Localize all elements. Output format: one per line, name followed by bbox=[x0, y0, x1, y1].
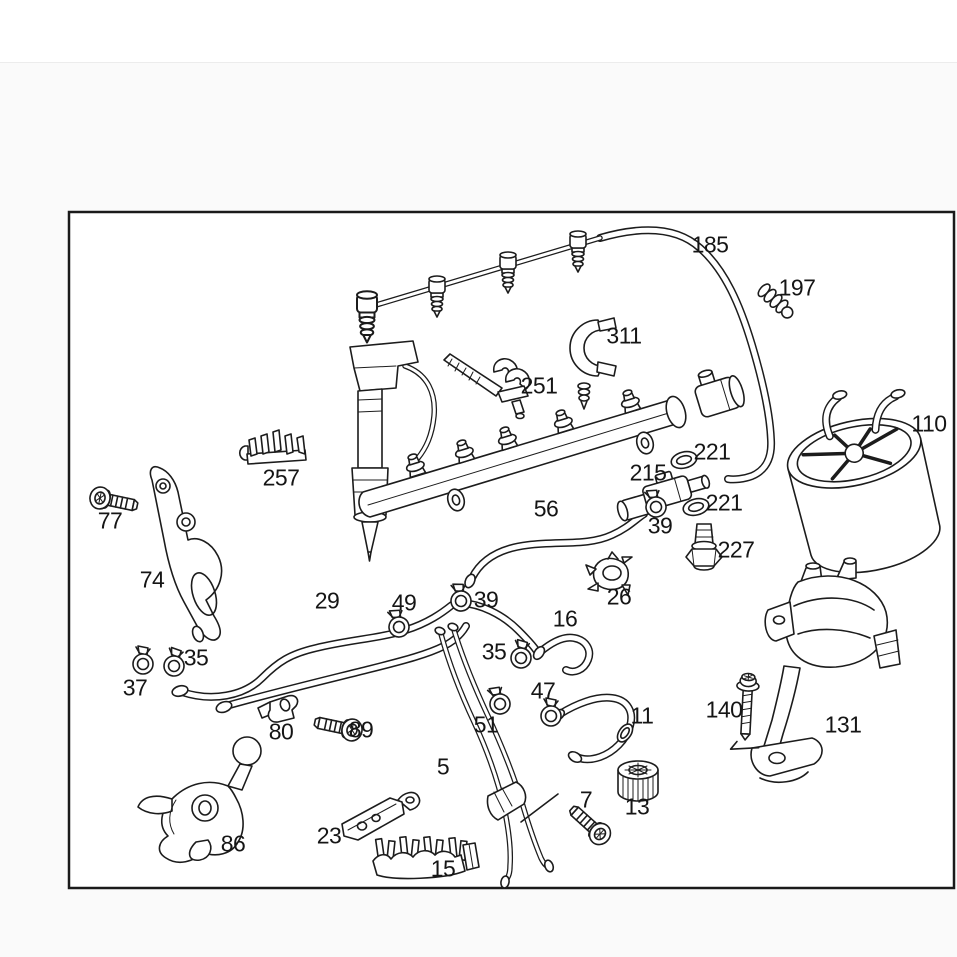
part-110-drawing bbox=[786, 388, 941, 574]
part-197-drawing bbox=[757, 283, 794, 319]
part-227-drawing bbox=[685, 523, 723, 571]
part-311-drawing bbox=[569, 317, 617, 410]
part-86-drawing bbox=[137, 736, 262, 864]
fuel-return-line-drawing bbox=[356, 230, 603, 344]
part-56-drawing bbox=[464, 510, 648, 589]
part-16-drawing bbox=[532, 633, 594, 676]
part-74-drawing bbox=[149, 465, 223, 643]
part-140-drawing bbox=[729, 672, 760, 750]
part-23-drawing bbox=[341, 791, 421, 841]
part-80-drawing bbox=[257, 694, 299, 723]
part-26-drawing bbox=[585, 551, 633, 596]
part-251-drawing bbox=[443, 353, 531, 420]
page-top-strip bbox=[0, 0, 957, 63]
part-5-drawing bbox=[434, 622, 555, 889]
part-13-drawing bbox=[617, 760, 659, 802]
part-131-drawing bbox=[750, 557, 901, 784]
fuel-rail-drawing bbox=[358, 369, 745, 518]
part-185-drawing bbox=[596, 226, 776, 484]
part-7-drawing bbox=[520, 793, 616, 850]
part-257-drawing bbox=[238, 429, 307, 465]
part-15-drawing bbox=[372, 835, 480, 880]
